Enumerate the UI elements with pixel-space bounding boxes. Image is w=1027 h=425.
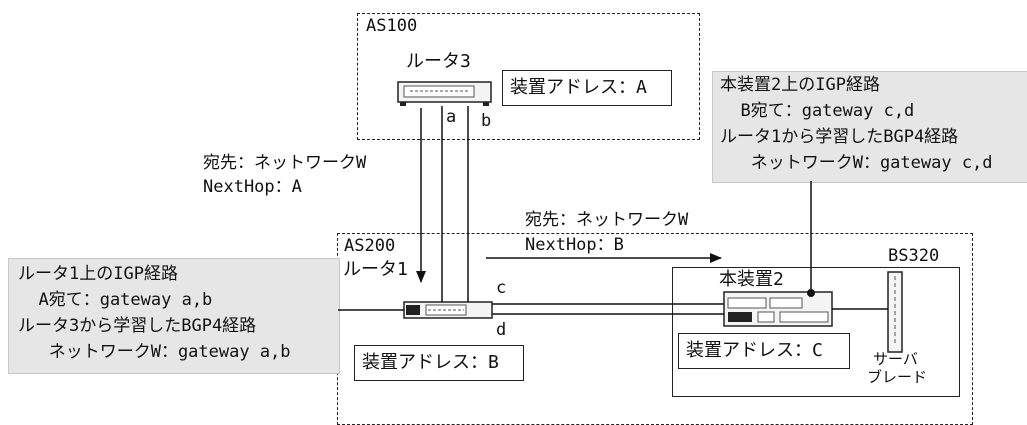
device2-label: 本装置2: [719, 269, 784, 290]
server-blade-device: [887, 271, 903, 353]
as100-boundary: [357, 13, 700, 140]
router3-device: [397, 81, 492, 106]
msg-down-dest: 宛先：ネットワークW: [203, 153, 367, 173]
msg-right-dest: 宛先：ネットワークW: [525, 210, 689, 230]
address-c: 装置アドレス：C: [686, 340, 823, 361]
router1-routes-line1: ルータ1上のIGP経路: [18, 264, 178, 284]
device2-routes-line1: 本装置2上のIGP経路: [720, 75, 880, 95]
address-a-box: [502, 70, 672, 106]
port-c: c: [496, 278, 507, 298]
router1-routes-box: [8, 258, 340, 374]
router1-routes-line2: A宛て：gateway a,b: [18, 290, 213, 310]
device2-routes-line4: ネットワークW：gateway c,d: [720, 153, 993, 173]
bs320-label: BS320: [888, 246, 940, 266]
address-a: 装置アドレス：A: [510, 77, 647, 98]
address-b-box: [354, 345, 524, 381]
msg-right-nexthop: NextHop：B: [525, 235, 624, 255]
port-d: d: [496, 320, 507, 340]
server-blade-label-1: サーバ: [873, 350, 918, 368]
diagram-lines: [338, 81, 903, 353]
router3-label: ルータ3: [406, 51, 471, 72]
server-blade-label-2: ブレード: [867, 368, 928, 386]
as100-label: AS100: [366, 16, 418, 36]
device2-routes-line2: B宛て：gateway c,d: [720, 101, 915, 121]
as200-label: AS200: [344, 236, 396, 256]
port-b: b: [481, 111, 492, 131]
router1-routes-line4: ネットワークW：gateway a,b: [18, 342, 291, 362]
device2-device: [723, 291, 833, 327]
msg-down-nexthop: NextHop：A: [203, 177, 302, 197]
router1-routes-line3: ルータ3から学習したBGP4経路: [18, 316, 257, 336]
bs320-chassis: [672, 267, 960, 397]
router1-device: [403, 301, 493, 319]
router1-label: ルータ1: [343, 259, 408, 280]
address-c-box: [678, 333, 850, 369]
address-b: 装置アドレス：B: [362, 352, 499, 373]
port-a: a: [446, 107, 457, 127]
device2-routes-box: [712, 71, 1027, 183]
device2-routes-line3: ルータ1から学習したBGP4経路: [720, 127, 959, 147]
